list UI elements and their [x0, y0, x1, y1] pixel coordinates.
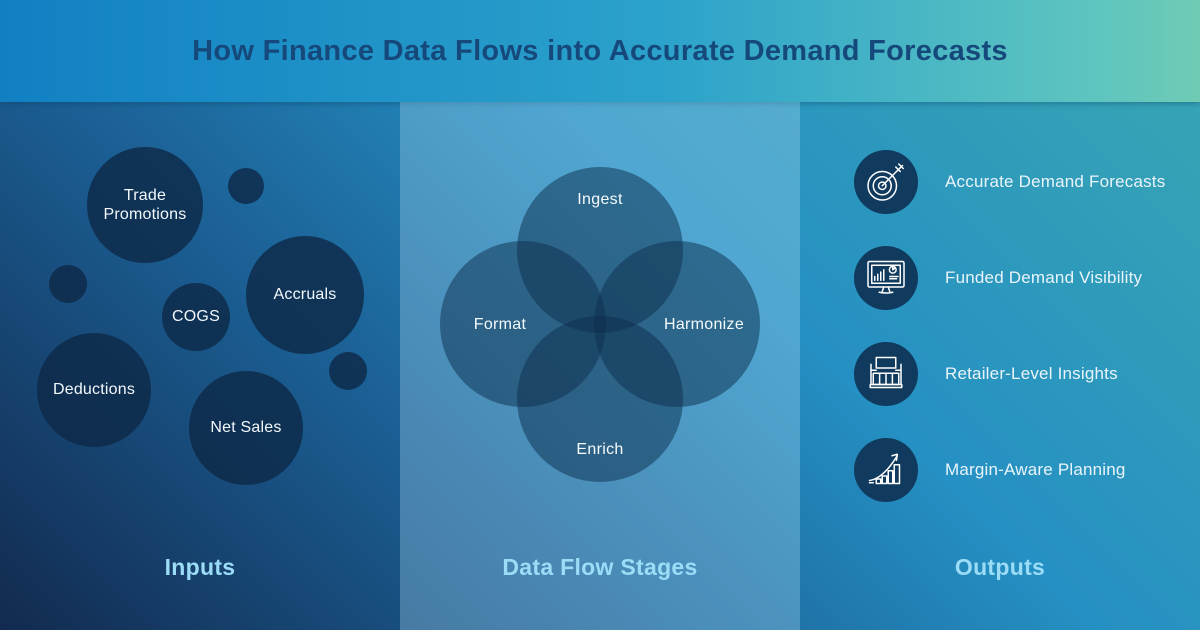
inputs-caption: Inputs: [164, 554, 236, 580]
output-label: Funded Demand Visibility: [945, 268, 1143, 287]
output-label: Accurate Demand Forecasts: [945, 172, 1166, 191]
bubble-label: Net Sales: [210, 419, 282, 437]
input-bubble-accruals: Accruals: [246, 236, 364, 354]
stage-label-format: Format: [473, 316, 527, 333]
output-item-funded-demand-visibility: Funded Demand Visibility: [854, 246, 1142, 310]
input-bubble-net-sales: Net Sales: [189, 371, 303, 485]
input-bubble-deductions: Deductions: [37, 333, 151, 447]
output-item-retailer-level-insights: Retailer-Level Insights: [854, 342, 1118, 406]
stage-label-enrich: Enrich: [576, 441, 624, 458]
target-arrow-icon: [854, 150, 918, 214]
decorative-bubble: [228, 168, 264, 204]
header: How Finance Data Flows into Accurate Dem…: [0, 0, 1200, 102]
outputs-caption: Outputs: [954, 554, 1046, 580]
stages-panel: Ingest Format Harmonize Enrich Data Flow…: [400, 102, 800, 630]
decorative-bubble: [49, 265, 87, 303]
bubble-label: COGS: [172, 308, 220, 326]
bubble-label: Trade Promotions: [103, 186, 187, 223]
page-title: How Finance Data Flows into Accurate Dem…: [192, 34, 1008, 67]
inputs-panel: Trade Promotions Accruals COGS Deduction…: [0, 102, 400, 630]
output-item-accurate-demand-forecasts: Accurate Demand Forecasts: [854, 150, 1165, 214]
outputs-panel: Accurate Demand Forecasts Funded Demand …: [800, 102, 1200, 630]
stage-label-harmonize: Harmonize: [663, 316, 745, 333]
stages-caption: Data Flow Stages: [502, 554, 698, 580]
output-item-margin-aware-planning: Margin-Aware Planning: [854, 438, 1126, 502]
bubble-label: Accruals: [273, 286, 337, 304]
storefront-icon: [854, 342, 918, 406]
output-label: Margin-Aware Planning: [945, 460, 1126, 479]
venn-circle-enrich: [517, 316, 683, 482]
output-label: Retailer-Level Insights: [945, 364, 1118, 383]
input-bubble-trade-promotions: Trade Promotions: [87, 147, 203, 263]
monitor-analytics-icon: [854, 246, 918, 310]
bubble-label: Deductions: [52, 381, 136, 399]
growth-chart-icon: [854, 438, 918, 502]
stage-label-ingest: Ingest: [577, 191, 623, 208]
input-bubble-cogs: COGS: [162, 283, 230, 351]
decorative-bubble: [329, 352, 367, 390]
